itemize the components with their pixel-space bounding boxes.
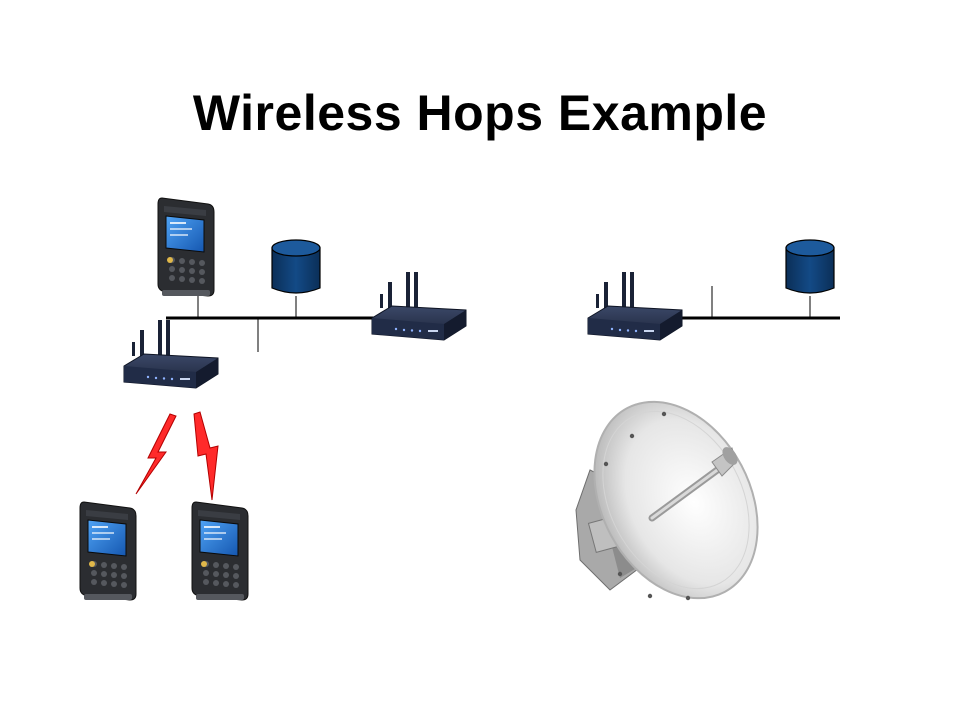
- handheld-terminal-icon: [79, 501, 137, 601]
- wireless-router-icon: [123, 319, 219, 389]
- wireless-router-icon: [371, 271, 467, 341]
- database-icon: [785, 239, 835, 294]
- lightning-bolt-icon: [193, 411, 219, 501]
- handheld-terminal-icon: [191, 501, 249, 601]
- lightning-bolt-icon: [135, 413, 177, 495]
- wireless-router-icon: [587, 271, 683, 341]
- slide-title: Wireless Hops Example: [192, 85, 768, 141]
- satellite-dish-icon: [575, 400, 759, 601]
- database-icon: [271, 239, 321, 294]
- handheld-terminal-icon: [157, 197, 215, 297]
